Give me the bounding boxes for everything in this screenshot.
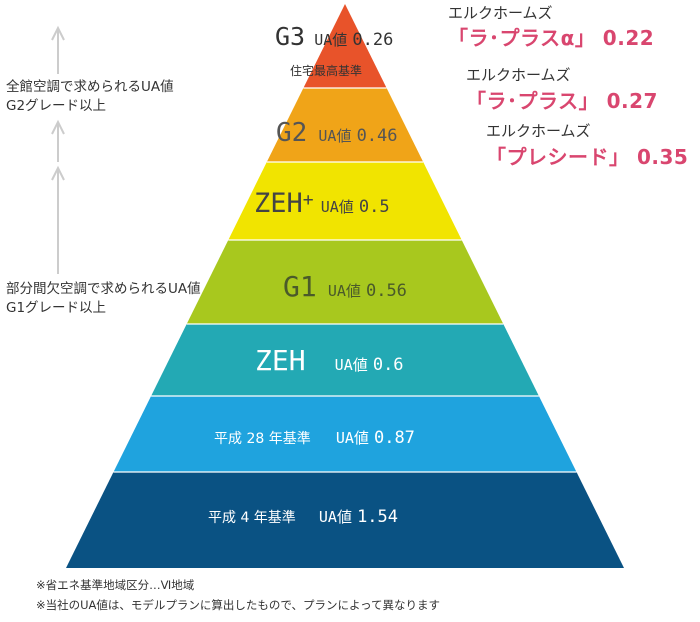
product-name: 「ラ･プラス」 0.27 [466,89,658,113]
side-note-partial-ac: 部分間欠空調で求められるUA値 G1グレード以上 [6,280,201,318]
level-ua-label: UA値 [335,429,369,447]
arrow-up-icon [51,25,65,41]
level-g1-label: G1 UA値 0.56 [283,270,407,303]
pyramid-band [66,472,624,568]
level-name: G3 [275,22,306,51]
side-note-line: G2グレード以上 [6,98,107,114]
product-name: 「プレシード」 0.35 [486,145,689,169]
level-ua-value: 0.26 [352,30,394,50]
level-name-sup: + [302,189,314,211]
level-ua-value: 1.54 [357,507,399,527]
level-ua-value: 0.5 [358,197,390,217]
level-ua-value: 0.6 [372,355,404,375]
level-name: G2 [276,118,308,148]
level-zehplus-label: ZEH+ UA値 0.5 [254,188,390,219]
level-ua-label: UA値 [334,356,368,374]
footnote: ※省エネ基準地域区分…Ⅵ地域 [36,578,195,592]
product-name: 「ラ･プラスα」 0.22 [448,26,655,50]
side-note-line: 部分間欠空調で求められるUA値 [6,281,201,297]
product-brand: エルクホームズ [448,4,553,22]
product-brand: エルクホームズ [486,122,591,140]
level-name: 平成 28 年基準 [214,431,311,447]
level-g2-label: G2 UA値 0.46 [276,118,398,148]
pyramid-band [303,4,387,88]
level-ua-label: UA値 [318,127,352,145]
level-ua-value: 0.87 [373,428,415,448]
level-name: G1 [283,270,317,303]
pyramid-band [151,324,539,396]
level-h4-label: 平成 4 年基準 UA値 1.54 [208,506,398,527]
pyramid-band [186,240,504,324]
level-name: ZEH [255,344,306,377]
footnote: ※当社のUA値は、モデルプランに算出したもので、プランによって異なります [36,598,441,612]
level-ua-label: UA値 [327,282,361,300]
level-ua-value: 0.46 [356,126,398,146]
pyramid-band [228,162,462,240]
product-brand: エルクホームズ [466,66,571,84]
level-ua-label: UA値 [314,31,348,49]
side-note-line: 全館空調で求められるUA値 [6,79,174,95]
arrow-up-icon [51,165,65,181]
level-name: ZEH [254,188,303,219]
arrow-up-icon [51,119,65,135]
level-zeh-label: ZEH UA値 0.6 [255,344,404,377]
level-g3-label: G3 UA値 0.26 [275,22,393,51]
pyramid-band [266,88,424,162]
pyramid-band [113,396,577,472]
level-g3-sublabel: 住宅最高基準 [290,64,363,78]
level-name: 平成 4 年基準 [208,510,296,526]
level-h28-label: 平成 28 年基準 UA値 0.87 [214,427,415,448]
side-note-full-ac: 全館空調で求められるUA値 G2グレード以上 [6,78,174,116]
level-ua-label: UA値 [320,198,354,216]
level-ua-value: 0.56 [365,281,407,301]
level-ua-label: UA値 [318,508,352,526]
side-note-line: G1グレード以上 [6,300,107,316]
